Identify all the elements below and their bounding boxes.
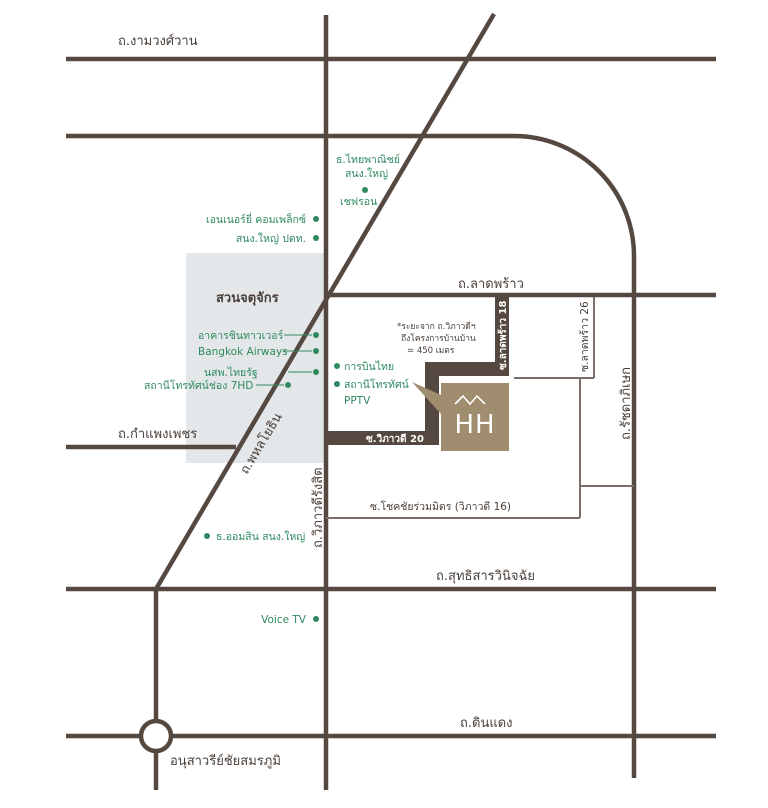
label-ladprao: ถ.ลาดพร้าว — [458, 277, 524, 292]
label-soi-vibhavadi20: ซ.วิภาวดี 20 — [366, 433, 424, 445]
label-soi-ladprao18: ซ.ลาดพร้าว 18 — [497, 301, 509, 370]
label-thai-bank-1: ธ.ไทยพาณิชย์ — [336, 153, 400, 166]
label-pptv-2: PPTV — [344, 395, 371, 407]
main-roads — [66, 12, 716, 790]
poi-leader-lines — [256, 334, 312, 386]
label-thai-bank-2: สนง.ใหญ่ — [345, 167, 388, 180]
distance-note-1: *ระยะจาก ถ.วิภาวดีฯ — [397, 321, 476, 332]
label-park: สวนจตุจักร — [216, 291, 279, 306]
label-ch7: สถานีโทรทัศน์ช่อง 7HD — [144, 379, 253, 392]
label-thai-airways: การบินไทย — [344, 360, 394, 373]
logo-text: HH — [454, 410, 495, 440]
label-pptv-1: สถานีโทรทัศน์ — [344, 378, 409, 391]
minor-roads — [326, 297, 634, 519]
label-sutthisan: ถ.สุทธิสารวินิจฉัย — [436, 569, 535, 584]
label-soi-chokchai: ซ.โชคชัยร่วมมิตร (วิภาวดี 16) — [370, 500, 511, 513]
label-soi-ladprao26: ซ.ลาดพร้าว 26 — [579, 301, 591, 372]
distance-note-2: ถึงโครงการบ้านบ้าน — [401, 333, 476, 344]
label-bangkok-airways: Bangkok Airways — [198, 346, 288, 358]
distance-note-3: = 450 เมตร — [407, 346, 455, 356]
project-logo: HH — [412, 382, 509, 451]
label-ratchadaphisek: ถ.รัชดาภิเษก — [619, 367, 634, 440]
park-area — [186, 253, 326, 463]
label-gsb: ธ.ออมสิน สนง.ใหญ่ — [216, 530, 305, 543]
label-kamphaengphet: ถ.กำแพงเพชร — [118, 427, 197, 442]
poi-dots — [204, 187, 368, 622]
label-dindaeng: ถ.ดินแดง — [460, 716, 513, 731]
label-shinawatra: อาคารชินทาวเวอร์ — [198, 329, 284, 342]
label-energy-complex: เอนเนอร์ยี่ คอมเพล็กซ์ — [206, 212, 306, 226]
label-shell: เชฟรอน — [340, 196, 377, 208]
label-viphavadi: ถ.วิภาวดีรังสิต — [310, 467, 326, 548]
label-victory-monument: อนุสาวรีย์ชัยสมรภูมิ — [170, 753, 281, 769]
road-ladprao-upper — [66, 133, 637, 778]
label-voice-tv: Voice TV — [261, 614, 307, 626]
victory-monument-circle — [138, 718, 174, 754]
label-ptt: สนง.ใหญ่ ปตท. — [236, 232, 306, 245]
label-thairath: นสพ.ไทยรัฐ — [204, 366, 258, 379]
label-ngamwongwan: ถ.งามวงศ์วาน — [118, 33, 198, 49]
